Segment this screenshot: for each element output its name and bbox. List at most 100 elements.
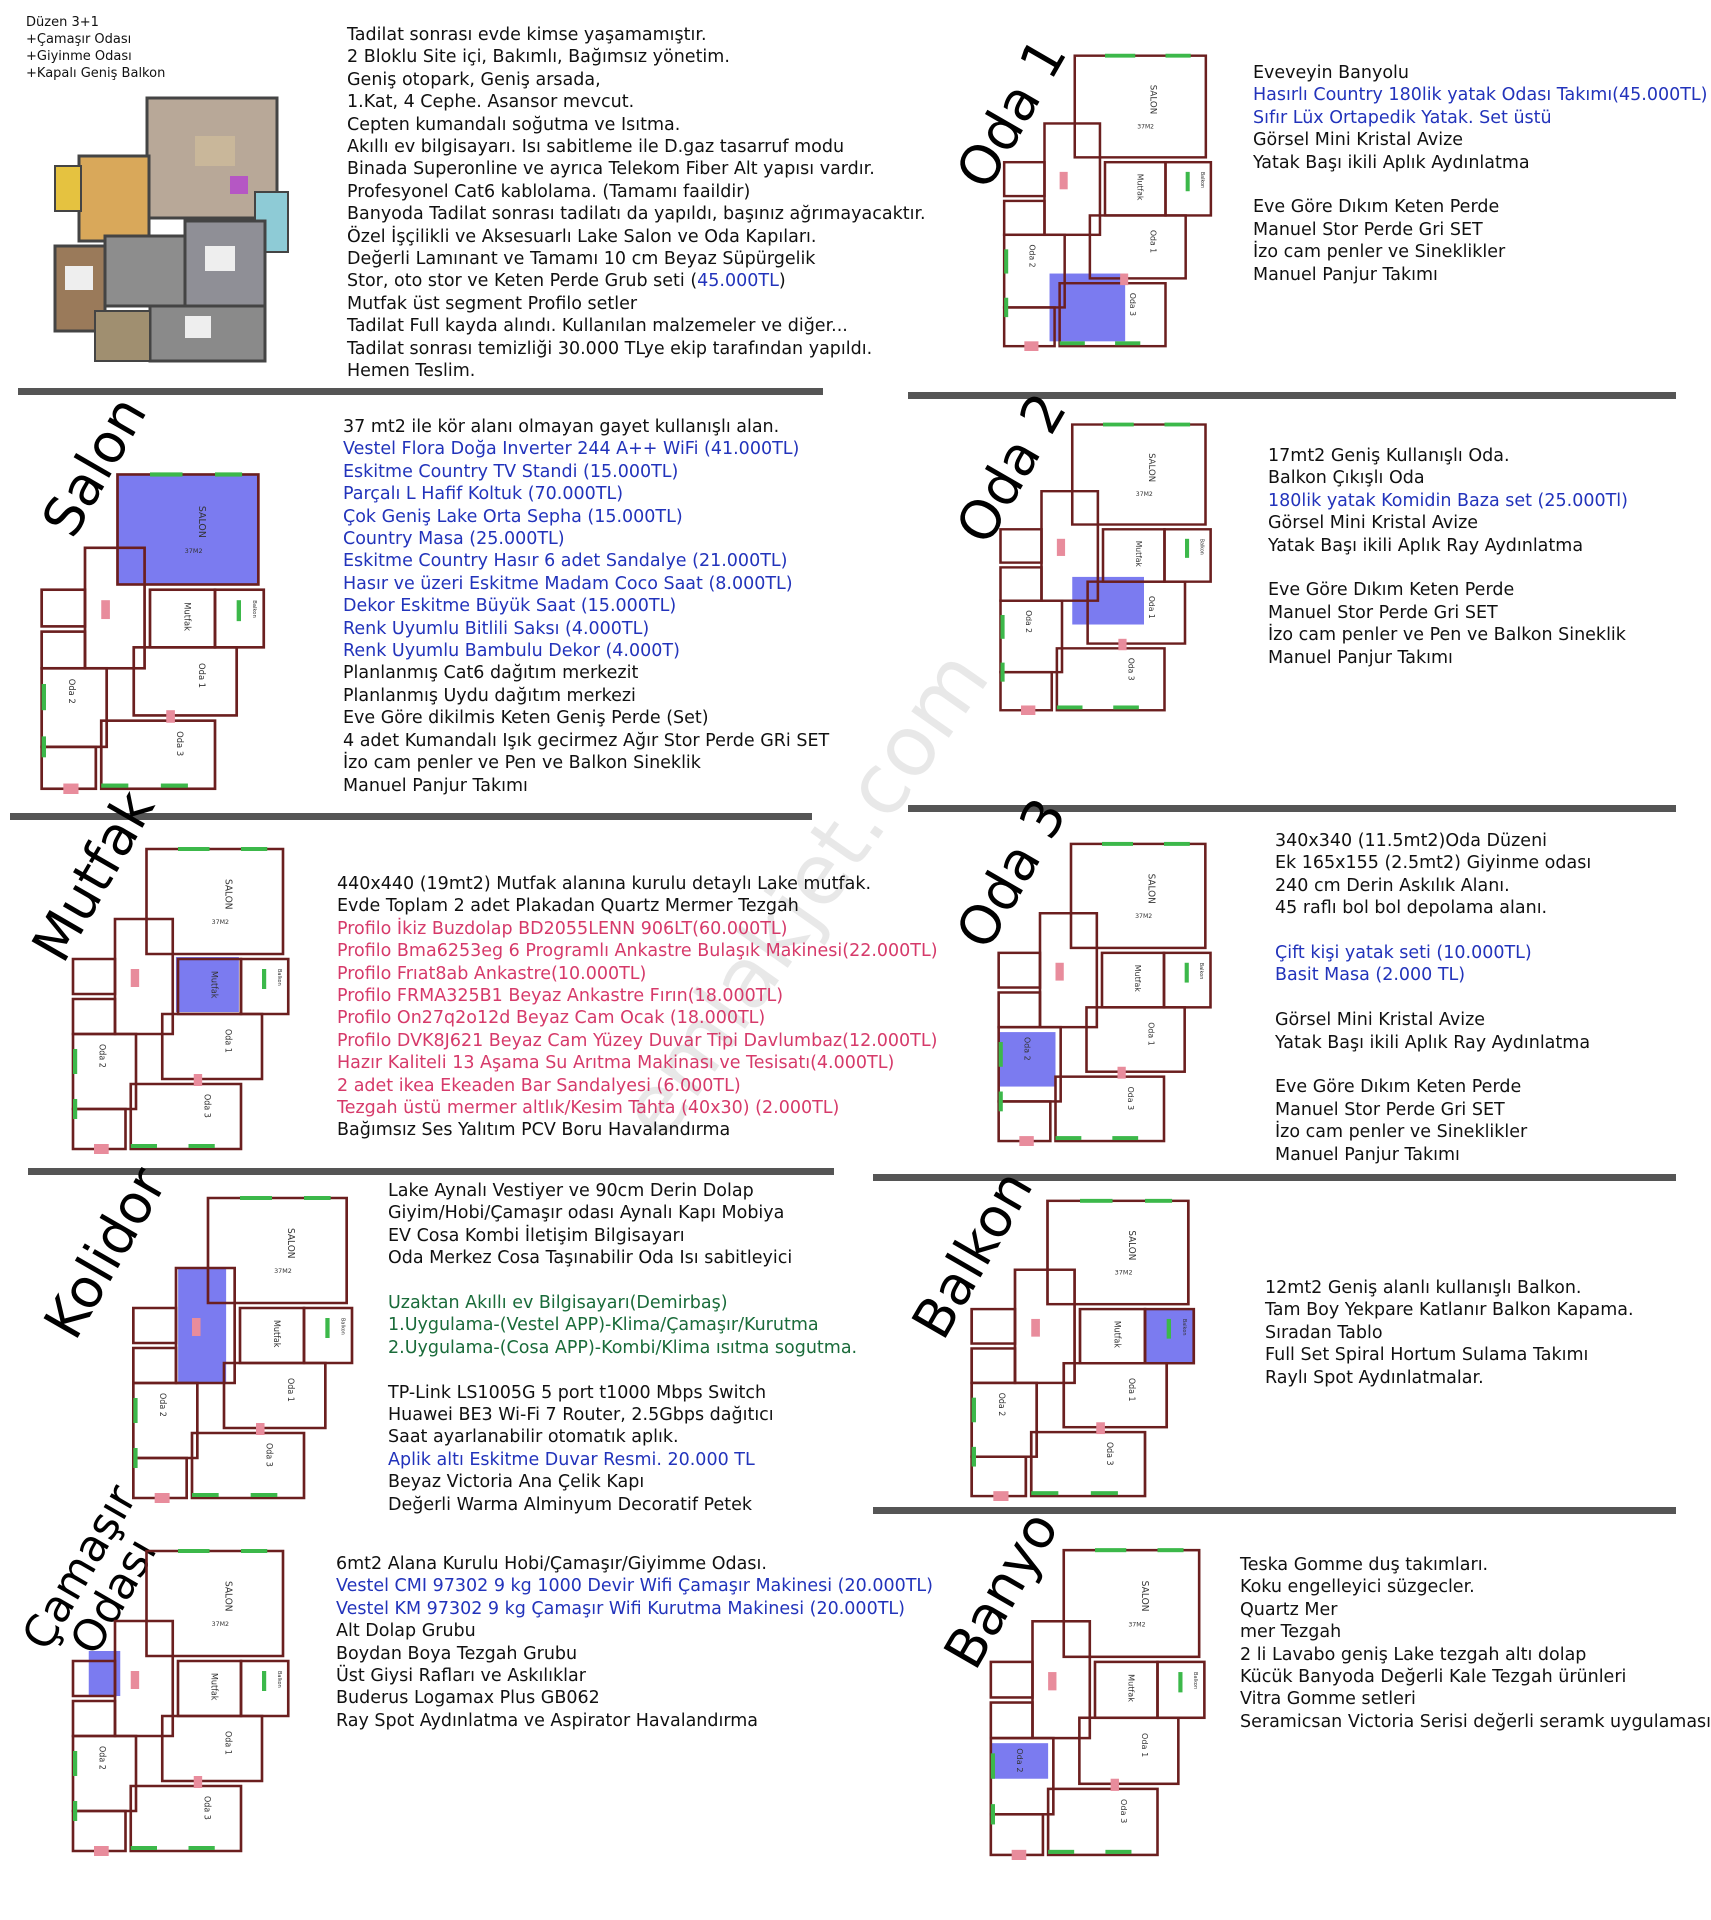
intro-line: 1.Kat, 4 Cephe. Asansor mevcut. — [347, 92, 635, 113]
section-line: Tezgah üstü mermer altlık/Kesim Tahta (4… — [337, 1098, 840, 1119]
section-line: Manuel Panjur Takımı — [343, 775, 528, 796]
window-mark — [1112, 1136, 1139, 1141]
window-mark — [990, 1753, 995, 1779]
door-mark — [1117, 1066, 1126, 1079]
room-outline-oda3 — [190, 1431, 306, 1500]
window-mark — [971, 1397, 976, 1423]
section-line: Hasır ve üzeri Eskitme Madam Coco Saat (… — [343, 573, 793, 594]
plan-label-salon: SALON — [1126, 1230, 1138, 1260]
section-line: Vestel CMI 97302 9 kg 1000 Devir Wifi Ça… — [336, 1576, 934, 1597]
window-mark — [130, 1846, 157, 1850]
plan-label-oda-3: Oda 3 — [174, 731, 184, 756]
plan-label-area: 37M2 — [212, 1621, 230, 1628]
window-mark — [1080, 1198, 1113, 1203]
window-mark — [1184, 962, 1189, 983]
room-outline-oda3 — [1058, 282, 1167, 348]
door-mark — [130, 969, 140, 987]
room-outline-wet1 — [40, 588, 87, 628]
room-outline-wet1 — [999, 528, 1043, 564]
door-mark — [130, 1671, 140, 1689]
room-outline-salon — [116, 473, 260, 586]
door-mark — [101, 600, 110, 620]
door-mark — [1055, 962, 1064, 981]
plan-label-oda-3: Oda 3 — [1127, 658, 1136, 681]
room-outline-oda1 — [1078, 1716, 1180, 1786]
highlighted-room — [175, 957, 239, 1012]
divider — [873, 1507, 1676, 1514]
section-line: 2.Uygulama-(Cosa APP)-Kombi/Klima ısıtma… — [388, 1337, 858, 1358]
door-mark — [1024, 341, 1039, 351]
window-mark — [178, 1549, 210, 1553]
section-line: Balkon Çıkışlı Oda — [1268, 468, 1425, 489]
intro-description: Tadilat sonrası evde kimse yaşamamıştır.… — [347, 24, 926, 383]
divider — [908, 805, 1676, 812]
section-line: Yatak Başı ikili Aplık Aydınlatma — [1253, 152, 1530, 173]
section-line: Profilo DVK8J621 Beyaz Cam Yüzey Duvar T… — [337, 1030, 938, 1051]
window-mark — [1004, 297, 1009, 318]
plan-label-mutfak: Mutfak — [210, 971, 220, 999]
door-mark — [154, 1493, 170, 1503]
room-outline-corr — [1043, 122, 1102, 237]
door-mark — [63, 783, 79, 794]
plan-label-balkon: Balkon — [251, 600, 257, 618]
plan-label-oda-1: Oda 1 — [223, 1731, 233, 1755]
window-mark — [990, 1804, 995, 1825]
room-outline-salon — [145, 847, 285, 956]
plan-label-mutfak: Mutfak — [1113, 1321, 1123, 1348]
layout-line: +Çamaşır Odası — [26, 32, 132, 47]
door-mark — [193, 1074, 203, 1086]
window-mark — [178, 847, 210, 851]
plan-label-salon: SALON — [196, 506, 207, 538]
door-mark — [993, 1491, 1009, 1501]
section-line: Eskitme Country TV Standi (15.000TL) — [343, 461, 679, 482]
section-line: İzo cam penler ve Pen ve Balkon Sineklik — [343, 753, 701, 774]
section-line: 45 raflı bol bol depolama alanı. — [1275, 898, 1548, 919]
room-outline-salon — [1046, 1199, 1190, 1306]
section-line: Manuel Panjur Takımı — [1275, 1144, 1460, 1165]
section-line: Renk Uyumlu Bitlili Saksı (4.000TL) — [343, 618, 650, 639]
intro-line: Profesyonel Cat6 kablolama. (Tamamı faai… — [347, 181, 751, 202]
window-mark — [73, 1801, 78, 1821]
intro-line: Özel İşçilikli ve Aksesuarlı Lake Salon … — [347, 226, 817, 247]
window-mark — [998, 1042, 1003, 1067]
section-line: Alt Dolap Grubu — [336, 1621, 476, 1642]
window-mark — [1115, 341, 1141, 346]
layout-summary: Düzen 3+1 +Çamaşır Odası +Giyinme Odası … — [26, 14, 165, 82]
room-outline-small — [132, 1456, 188, 1500]
section-line: 2 li Lavabo geniş Lake tezgah altı dolap — [1240, 1644, 1587, 1665]
window-mark — [130, 1144, 157, 1148]
window-mark — [192, 1493, 219, 1497]
section-text: 12mt2 Geniş alanlı kullanışlı Balkon.Tam… — [1265, 1277, 1634, 1389]
room-outline-small — [997, 1100, 1052, 1143]
plan-label-salon: SALON — [1146, 453, 1156, 482]
section-line: Vitra Gomme setleri — [1240, 1689, 1416, 1710]
section-line: 440x440 (19mt2) Mutfak alanına kurulu de… — [337, 874, 872, 894]
section-line: Boydan Boya Tezgah Grubu — [336, 1643, 578, 1664]
plan-label-oda-2: Oda 2 — [97, 1746, 107, 1770]
room-outline-salon — [1070, 423, 1207, 526]
window-mark — [325, 1318, 330, 1338]
room-outline-wet2 — [71, 997, 117, 1036]
divider — [18, 388, 823, 395]
section-line: Vestel Flora Doğa Inverter 244 A++ WiFi … — [343, 439, 800, 460]
window-mark — [250, 1493, 278, 1497]
section-line: Oda Merkez Cosa Taşınabilir Oda Isı sabi… — [388, 1248, 793, 1269]
plan-label-area: 37M2 — [185, 547, 203, 555]
room-outline-salon — [1062, 1548, 1201, 1659]
room-outline-oda3 — [1029, 1430, 1147, 1498]
plan-label-balkon: Balkon — [1198, 539, 1204, 555]
room-outline-small — [970, 1455, 1028, 1498]
section-line: Quartz Mer — [1240, 1599, 1338, 1620]
plan-label-balkon: Balkon — [276, 1671, 282, 1688]
plan-label-oda-1: Oda 1 — [286, 1378, 296, 1402]
window-mark — [73, 1751, 78, 1776]
plan-label-area: 37M2 — [212, 919, 230, 926]
room-outline-wet2 — [989, 1701, 1034, 1740]
door-mark — [1110, 1778, 1119, 1791]
